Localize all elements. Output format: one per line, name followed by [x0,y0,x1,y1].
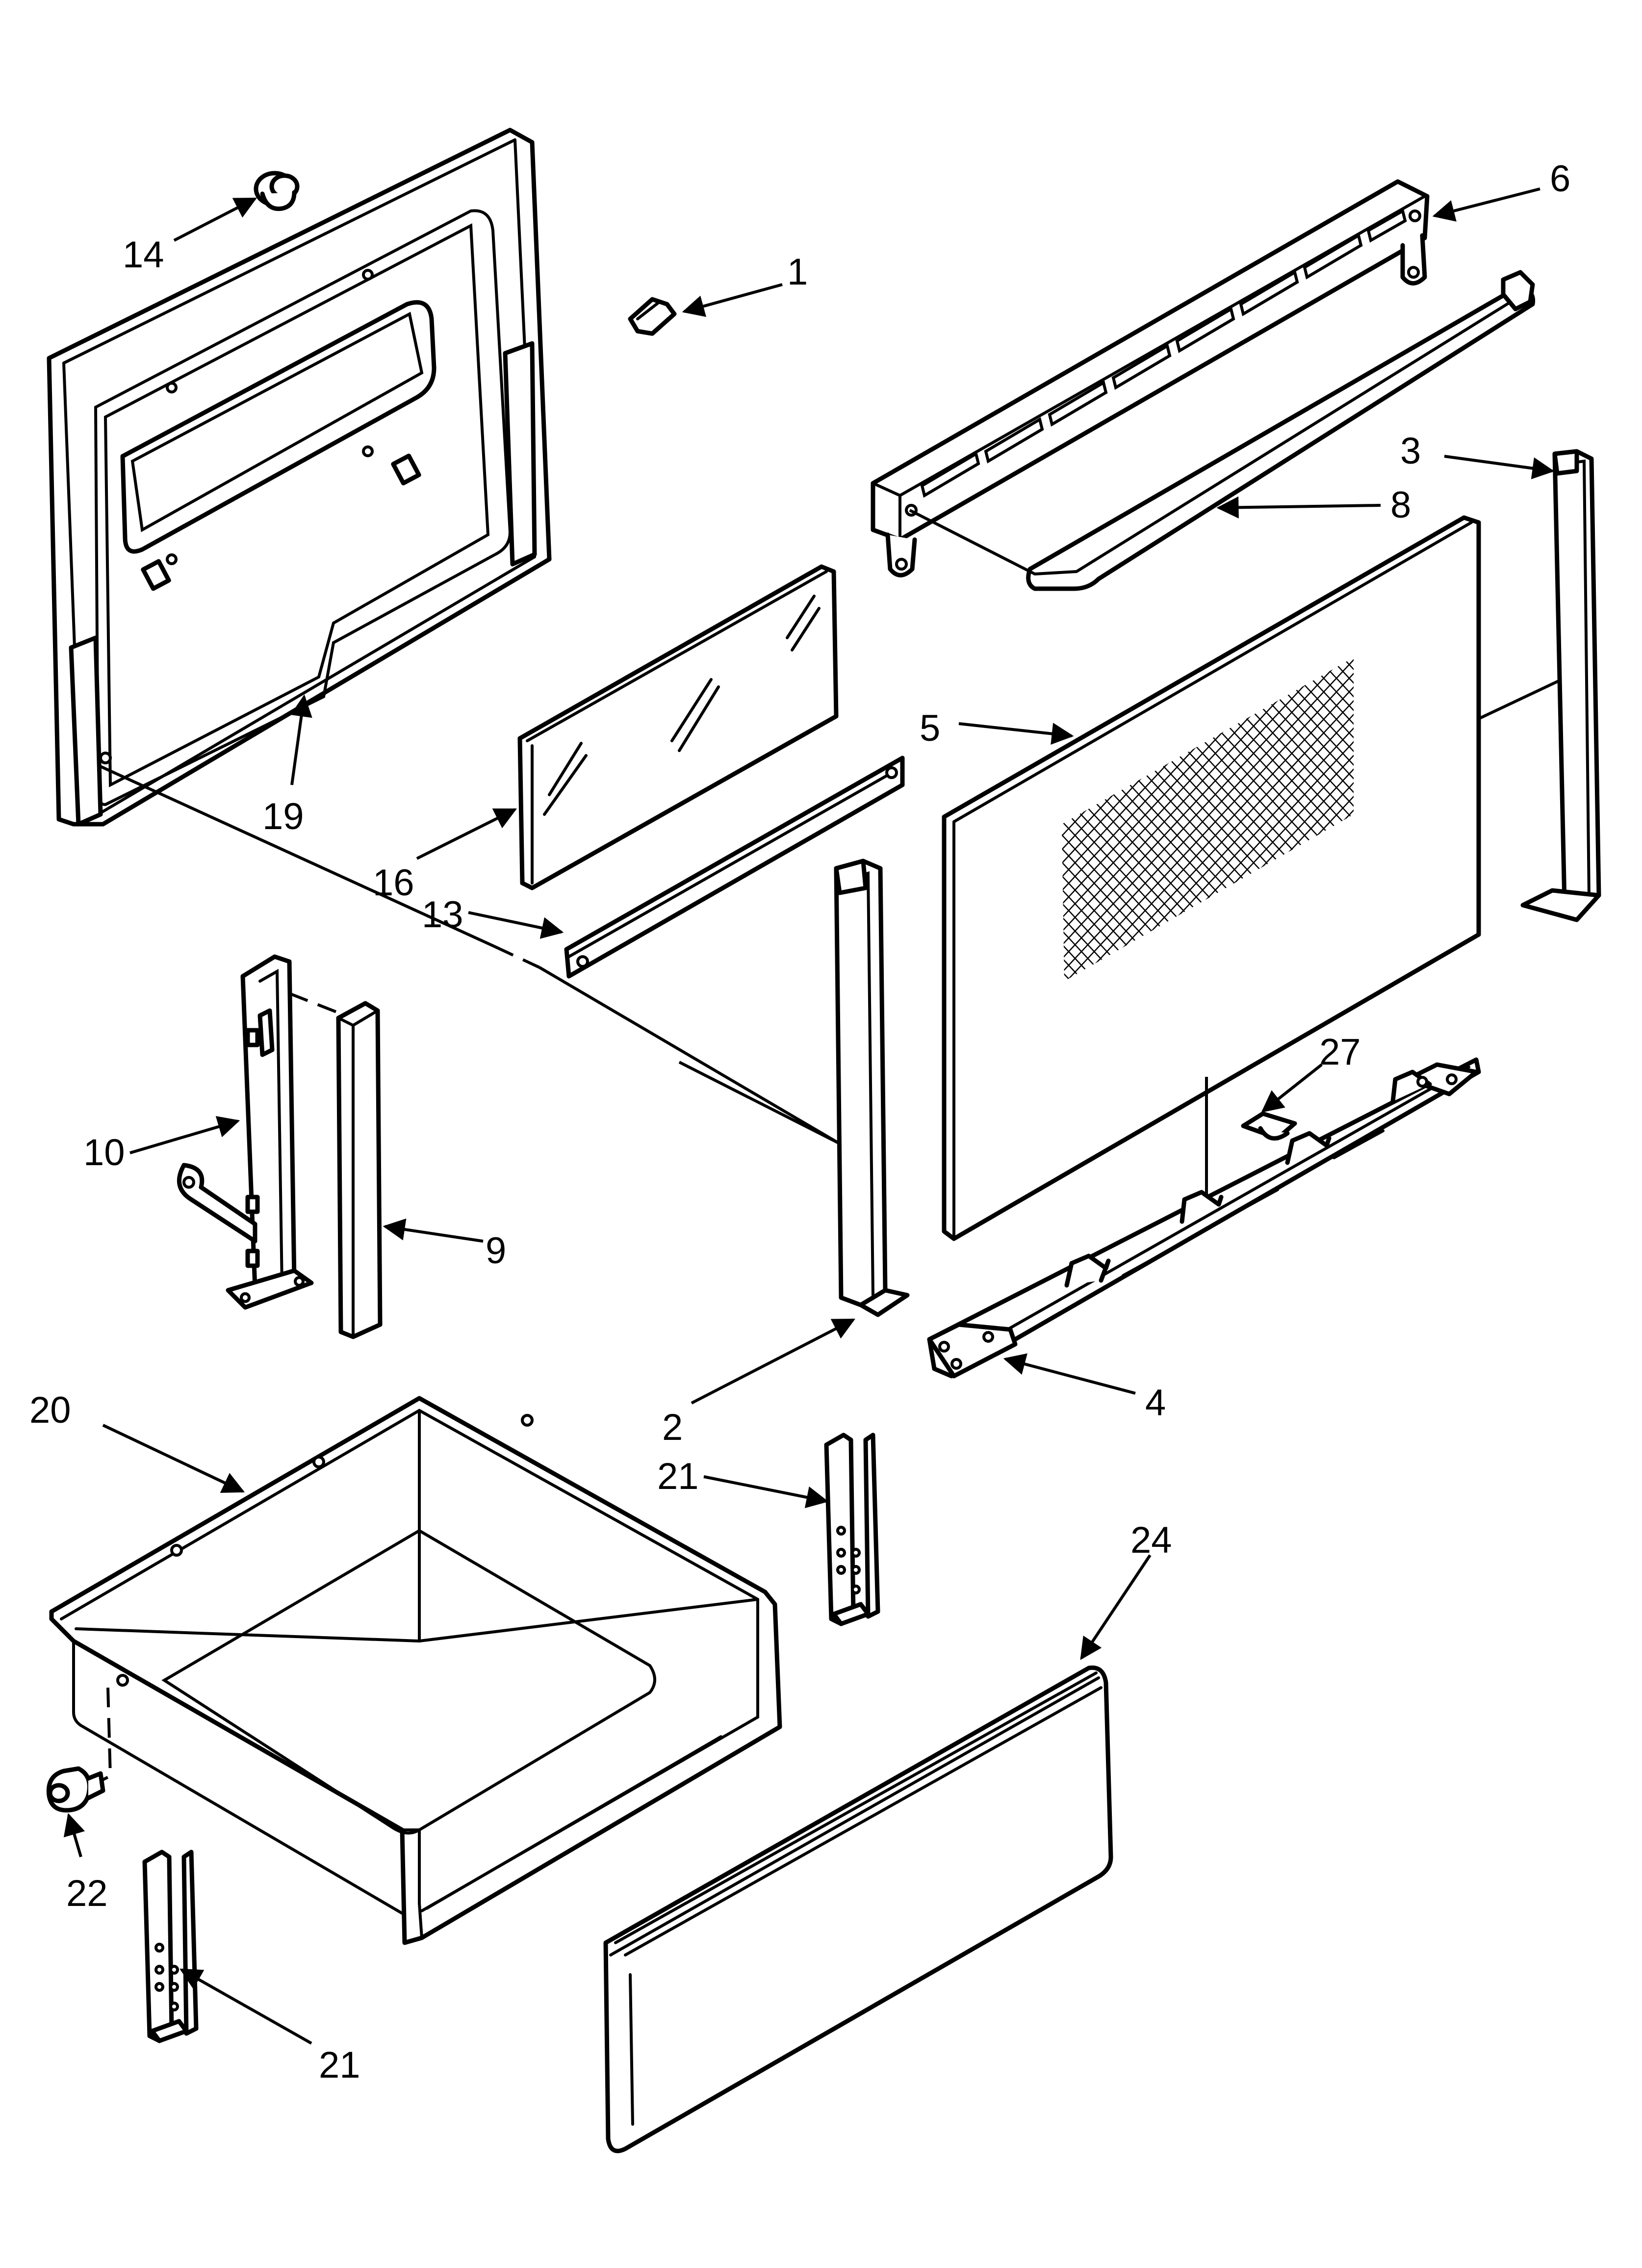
part-20-drawer [49,1396,782,1945]
assembly-line-door-2 [539,966,840,1145]
leader-13 [468,911,564,939]
callout-4: 4 [1145,1382,1166,1424]
leader-10 [129,1116,240,1154]
part-27-clip [1241,1111,1297,1141]
leader-16 [416,808,517,860]
part-9-trim-bar [336,1001,383,1339]
leader-19 [290,694,312,785]
callout-22: 22 [66,1873,108,1914]
callout-2: 2 [662,1407,683,1448]
callout-8: 8 [1390,484,1411,526]
leader-5 [958,722,1074,745]
part-10-hinge-bracket [177,954,359,1310]
part-6-vent-trim [871,179,1430,577]
callout-10: 10 [83,1132,125,1173]
part-4-bottom-rail [927,1057,1481,1379]
callout-6: 6 [1550,158,1570,200]
leader-22 [63,1813,85,1857]
callout-5: 5 [920,707,940,749]
callout-leaders [63,187,1555,2045]
callout-24: 24 [1130,1519,1172,1561]
leader-3 [1444,455,1555,479]
callout-27: 27 [1319,1031,1361,1073]
callout-14: 14 [123,234,164,276]
callout-16: 16 [373,862,414,904]
leader-24 [1080,1554,1152,1660]
part-13-retainer-strip [564,756,905,979]
leader-8 [1216,496,1381,519]
part-21-slide-bracket-lower [142,1850,199,2043]
part-1-clip [628,297,677,336]
assembly-line-door [97,764,496,948]
leader-4 [1003,1353,1136,1395]
leader-21-lower [180,1968,312,2045]
callout-9: 9 [486,1230,506,1272]
leader-21-upper [703,1475,829,1509]
callout-21-lower: 21 [319,2044,360,2086]
part-24-drawer-front [603,1665,1113,2153]
leader-2 [691,1318,856,1405]
part-8-handle [909,270,1536,591]
leader-9 [383,1218,484,1243]
leader-6 [1432,187,1540,222]
callout-13: 13 [422,894,463,936]
part-19-door-inner-panel [47,128,552,827]
callout-3: 3 [1400,430,1421,472]
callout-1: 1 [787,251,808,293]
callout-19: 19 [262,796,304,837]
part-2-side-post [678,859,910,1317]
callout-labels: 14 1 6 3 8 19 16 13 5 27 10 9 2 4 20 21 … [29,158,1570,2086]
part-14-bumper [254,171,300,211]
leader-20 [102,1424,245,1493]
callout-21-upper: 21 [657,1456,699,1497]
leader-27 [1261,1063,1323,1113]
part-3-side-trim-right [1520,449,1601,922]
part-21-slide-bracket-upper [824,1433,880,1626]
assembly-line-door-dashed [494,945,540,969]
part-16-glass [517,564,839,890]
callout-20: 20 [29,1389,71,1431]
leader-14 [173,197,257,242]
part-22-bolt [46,1687,112,1813]
leader-1 [682,283,783,317]
